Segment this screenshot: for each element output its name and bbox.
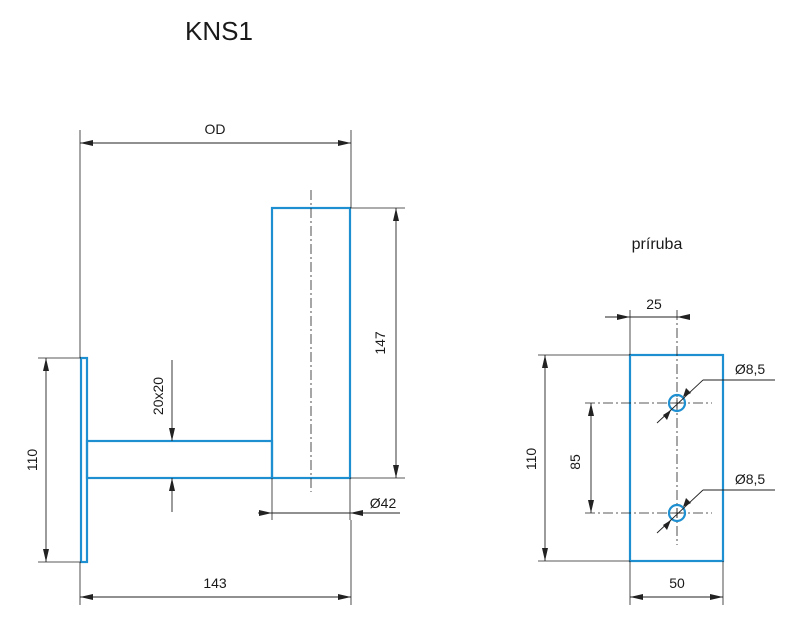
dimension-hole-bottom-label: Ø8,5: [735, 471, 766, 487]
dimension-plate-110: 110: [24, 357, 81, 563]
dimension-od-label: OD: [205, 121, 226, 137]
drawing-title: KNS1: [185, 16, 253, 46]
flange-plate: [628, 353, 725, 563]
dimension-20x20-label: 20x20: [150, 377, 166, 415]
dimension-hole-bottom: Ø8,5: [656, 471, 775, 534]
hole-bottom: [667, 503, 687, 523]
dimension-hole-spacing-85: 85: [567, 403, 594, 513]
dimension-143-label: 143: [203, 575, 227, 591]
dimension-hole-spacing-85-label: 85: [567, 454, 583, 470]
bracket-side-view: [79, 190, 352, 564]
dimension-flange-25: 25: [605, 296, 690, 355]
dimension-147: 147: [350, 207, 405, 479]
dimension-flange-110-label: 110: [523, 448, 539, 471]
dimension-147-label: 147: [372, 331, 388, 355]
dimension-plate-110-label: 110: [24, 449, 40, 472]
flange-label: príruba: [632, 236, 683, 253]
dimension-hole-top: Ø8,5: [656, 361, 775, 424]
dimension-flange-50-label: 50: [669, 575, 685, 591]
dimension-od: OD: [79, 121, 352, 358]
dimension-hole-top-label: Ø8,5: [735, 361, 766, 377]
dimension-diameter-42-label: Ø42: [370, 495, 397, 511]
dimension-flange-110: 110: [523, 354, 630, 562]
hole-top: [667, 393, 687, 413]
dimension-diameter-42: Ø42: [258, 478, 400, 520]
dimension-flange-25-label: 25: [646, 296, 662, 312]
dimension-flange-50: 50: [629, 561, 724, 605]
dimension-143: 143: [79, 520, 352, 605]
flange-front-view: [585, 310, 725, 563]
horizontal-arm: [85, 439, 274, 480]
dimension-20x20: 20x20: [150, 360, 175, 512]
